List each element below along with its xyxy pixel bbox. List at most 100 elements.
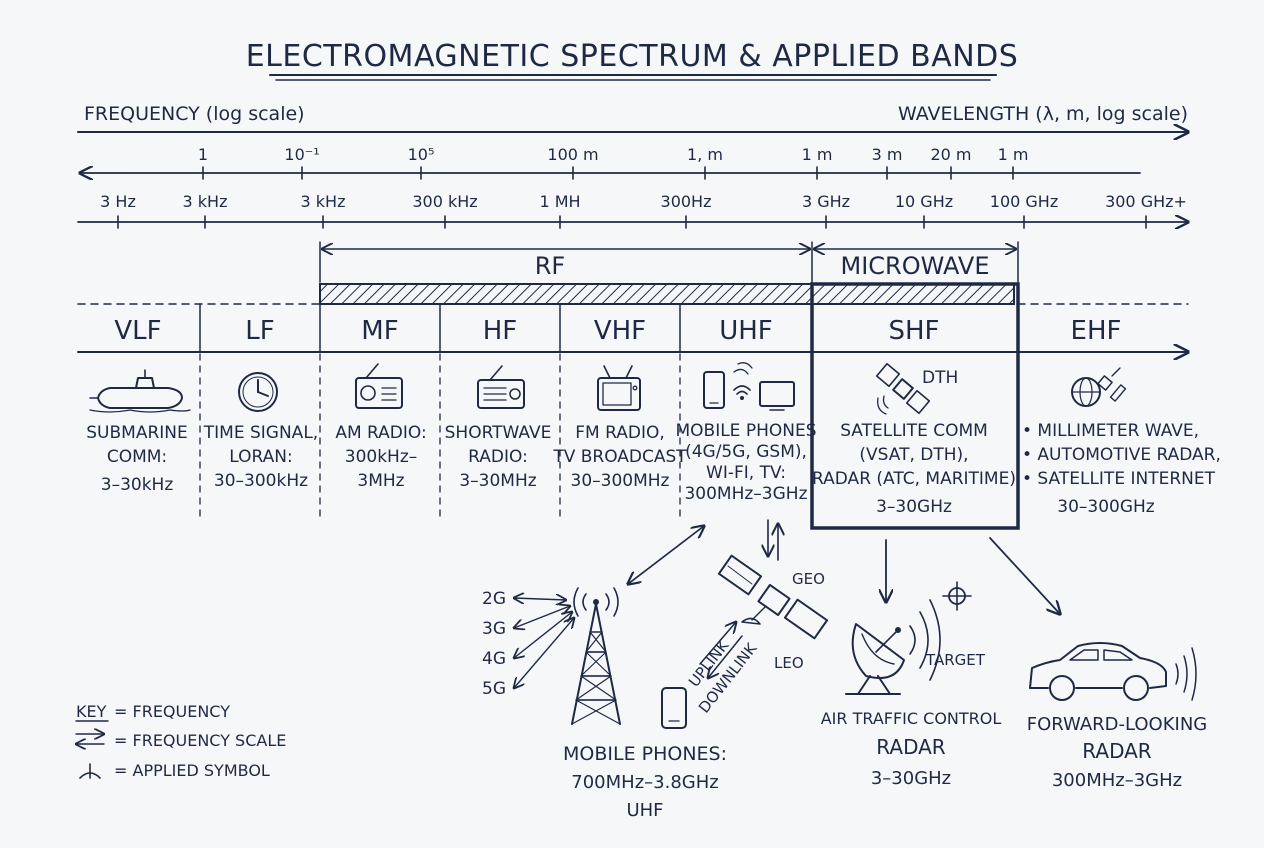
generation-arrow — [514, 606, 570, 628]
uhf-application-text: WI-FI, TV: — [706, 463, 786, 483]
ehf-application-text: 30–300GHz — [1057, 497, 1155, 517]
lf-application-text: TIME SIGNAL, — [203, 423, 318, 443]
car-caption-line: 300MHz–3GHz — [1052, 770, 1182, 791]
radar-caption-line: RADAR — [876, 735, 945, 759]
radar-dish-icon — [845, 599, 941, 695]
generation-label: 2G — [482, 589, 506, 609]
band-label-ehf: EHF — [1071, 316, 1122, 346]
key-row-frequency: = FREQUENCY — [114, 702, 230, 721]
shf-highlight-box — [810, 282, 1020, 530]
diagram-title: ELECTROMAGNETIC SPECTRUM & APPLIED BANDS — [246, 39, 1019, 74]
vlf-application-text: 3–30kHz — [101, 475, 174, 495]
generation-label: 4G — [482, 649, 506, 669]
satellite-icon — [717, 554, 829, 640]
band-label-uhf: UHF — [719, 316, 773, 346]
phone-wifi-tv-icon — [703, 362, 795, 411]
band-label-vhf: VHF — [594, 316, 646, 346]
key-row-scale: = FREQUENCY SCALE — [114, 731, 286, 750]
shf-application-text: SATELLITE COMM — [840, 421, 988, 441]
generation-arrow — [514, 598, 566, 600]
shortwave-radio-icon — [477, 365, 525, 409]
applied-symbol-icon — [79, 763, 101, 779]
uhf-application-text: MOBILE PHONES — [675, 421, 816, 441]
frequency-axis-label: FREQUENCY (log scale) — [84, 103, 305, 125]
wavelength-scale: 1 10⁻¹ 10⁵ 100 m 1, m 1 m 3 m 20 m 1 m — [80, 145, 1141, 179]
lf-application-text: 30–300kHz — [214, 471, 308, 491]
band-label-lf: LF — [245, 316, 274, 346]
wavelength-tick-label: 1 m — [998, 145, 1029, 164]
uhf-application-text: (4G/5G, GSM), — [685, 442, 807, 462]
hatched-rf-microwave-bar — [319, 283, 1015, 305]
mobile-caption-line: 700MHz–3.8GHz — [571, 772, 718, 793]
mf-application-text: 300kHz– — [345, 447, 418, 467]
tv-icon — [597, 365, 641, 411]
frequency-tick-label: 3 Hz — [100, 192, 136, 211]
frequency-tick-label: 1 MH — [539, 192, 580, 211]
wavelength-tick-label: 1, m — [687, 145, 723, 164]
leo-label: LEO — [774, 654, 804, 672]
vhf-application-text: FM RADIO, — [575, 423, 665, 443]
uhf-tower-arrow — [628, 526, 704, 584]
rf-label: RF — [535, 252, 565, 280]
band-label-vlf: VLF — [114, 316, 161, 346]
key-row-symbol: = APPLIED SYMBOL — [114, 761, 270, 780]
generation-arrow — [514, 612, 572, 658]
radar-caption-line: 3–30GHz — [871, 768, 951, 789]
frequency-tick-label: 3 kHz — [183, 192, 228, 211]
frequency-tick-label: 300Hz — [661, 192, 712, 211]
band-label-mf: MF — [361, 316, 398, 346]
wavelength-axis-label: WAVELENGTH (λ, m, log scale) — [898, 103, 1188, 125]
satellite-dth-icon — [875, 362, 931, 415]
frequency-tick-label: 300 GHz+ — [1105, 192, 1187, 211]
mobile-caption-line: MOBILE PHONES: — [563, 743, 727, 765]
vhf-application-text: 30–300MHz — [571, 471, 670, 491]
shf-application-text: (VSAT, DTH), — [859, 445, 968, 465]
mobile-caption-line: UHF — [626, 800, 663, 821]
uplink-arrow — [699, 622, 736, 665]
cell-tower-icon — [571, 587, 621, 725]
hf-application-text: RADIO: — [468, 447, 528, 467]
microwave-label: MICROWAVE — [841, 252, 990, 280]
globe-satellite-icon — [1071, 367, 1127, 407]
wavelength-tick-label: 10⁻¹ — [284, 145, 319, 164]
car-caption-line: RADAR — [1082, 739, 1151, 763]
wavelength-tick-label: 100 m — [547, 145, 598, 164]
hf-application-text: SHORTWAVE — [445, 423, 552, 443]
wavelength-tick-label: 20 m — [930, 145, 971, 164]
frequency-tick-label: 10 GHz — [895, 192, 953, 211]
uhf-application-text: 300MHz–3GHz — [684, 484, 807, 504]
wavelength-tick-label: 1 m — [802, 145, 833, 164]
generation-arrow — [514, 618, 574, 688]
ehf-application-text: • AUTOMOTIVE RADAR, — [1022, 445, 1221, 465]
legend-key: KEY = FREQUENCY = FREQUENCY SCALE = APPL… — [76, 702, 286, 780]
clock-icon — [238, 372, 278, 412]
band-label-hf: HF — [483, 316, 518, 346]
downlink-arrow — [708, 635, 743, 678]
car-icon — [1029, 642, 1197, 701]
band-label-shf: SHF — [888, 316, 939, 346]
mf-application-text: 3MHz — [357, 471, 404, 491]
radar-caption-line: AIR TRAFFIC CONTROL — [821, 709, 1002, 728]
wavelength-tick-label: 1 — [198, 145, 208, 164]
geo-label: GEO — [792, 570, 825, 588]
car-caption-line: FORWARD-LOOKING — [1027, 714, 1208, 735]
ehf-application-text: • SATELLITE INTERNET — [1022, 469, 1216, 489]
radio-icon — [355, 363, 403, 409]
vlf-application-text: SUBMARINE — [86, 423, 187, 443]
ehf-application-text: • MILLIMETER WAVE, — [1022, 421, 1199, 441]
frequency-tick-label: 300 kHz — [412, 192, 477, 211]
vhf-application-text: TV BROADCAST — [552, 447, 687, 467]
dth-label: DTH — [922, 368, 958, 388]
mf-application-text: AM RADIO: — [335, 423, 426, 443]
target-label: TARGET — [925, 651, 986, 669]
submarine-icon — [89, 369, 191, 413]
wavelength-tick-label: 3 m — [872, 145, 903, 164]
target-crosshair-icon — [942, 581, 972, 611]
wavelength-tick-label: 10⁵ — [408, 145, 435, 164]
frequency-tick-label: 100 GHz — [990, 192, 1058, 211]
hf-application-text: 3–30MHz — [459, 471, 536, 491]
handset-icon — [661, 687, 687, 729]
shf-application-text: RADAR (ATC, MARITIME) — [812, 469, 1016, 489]
